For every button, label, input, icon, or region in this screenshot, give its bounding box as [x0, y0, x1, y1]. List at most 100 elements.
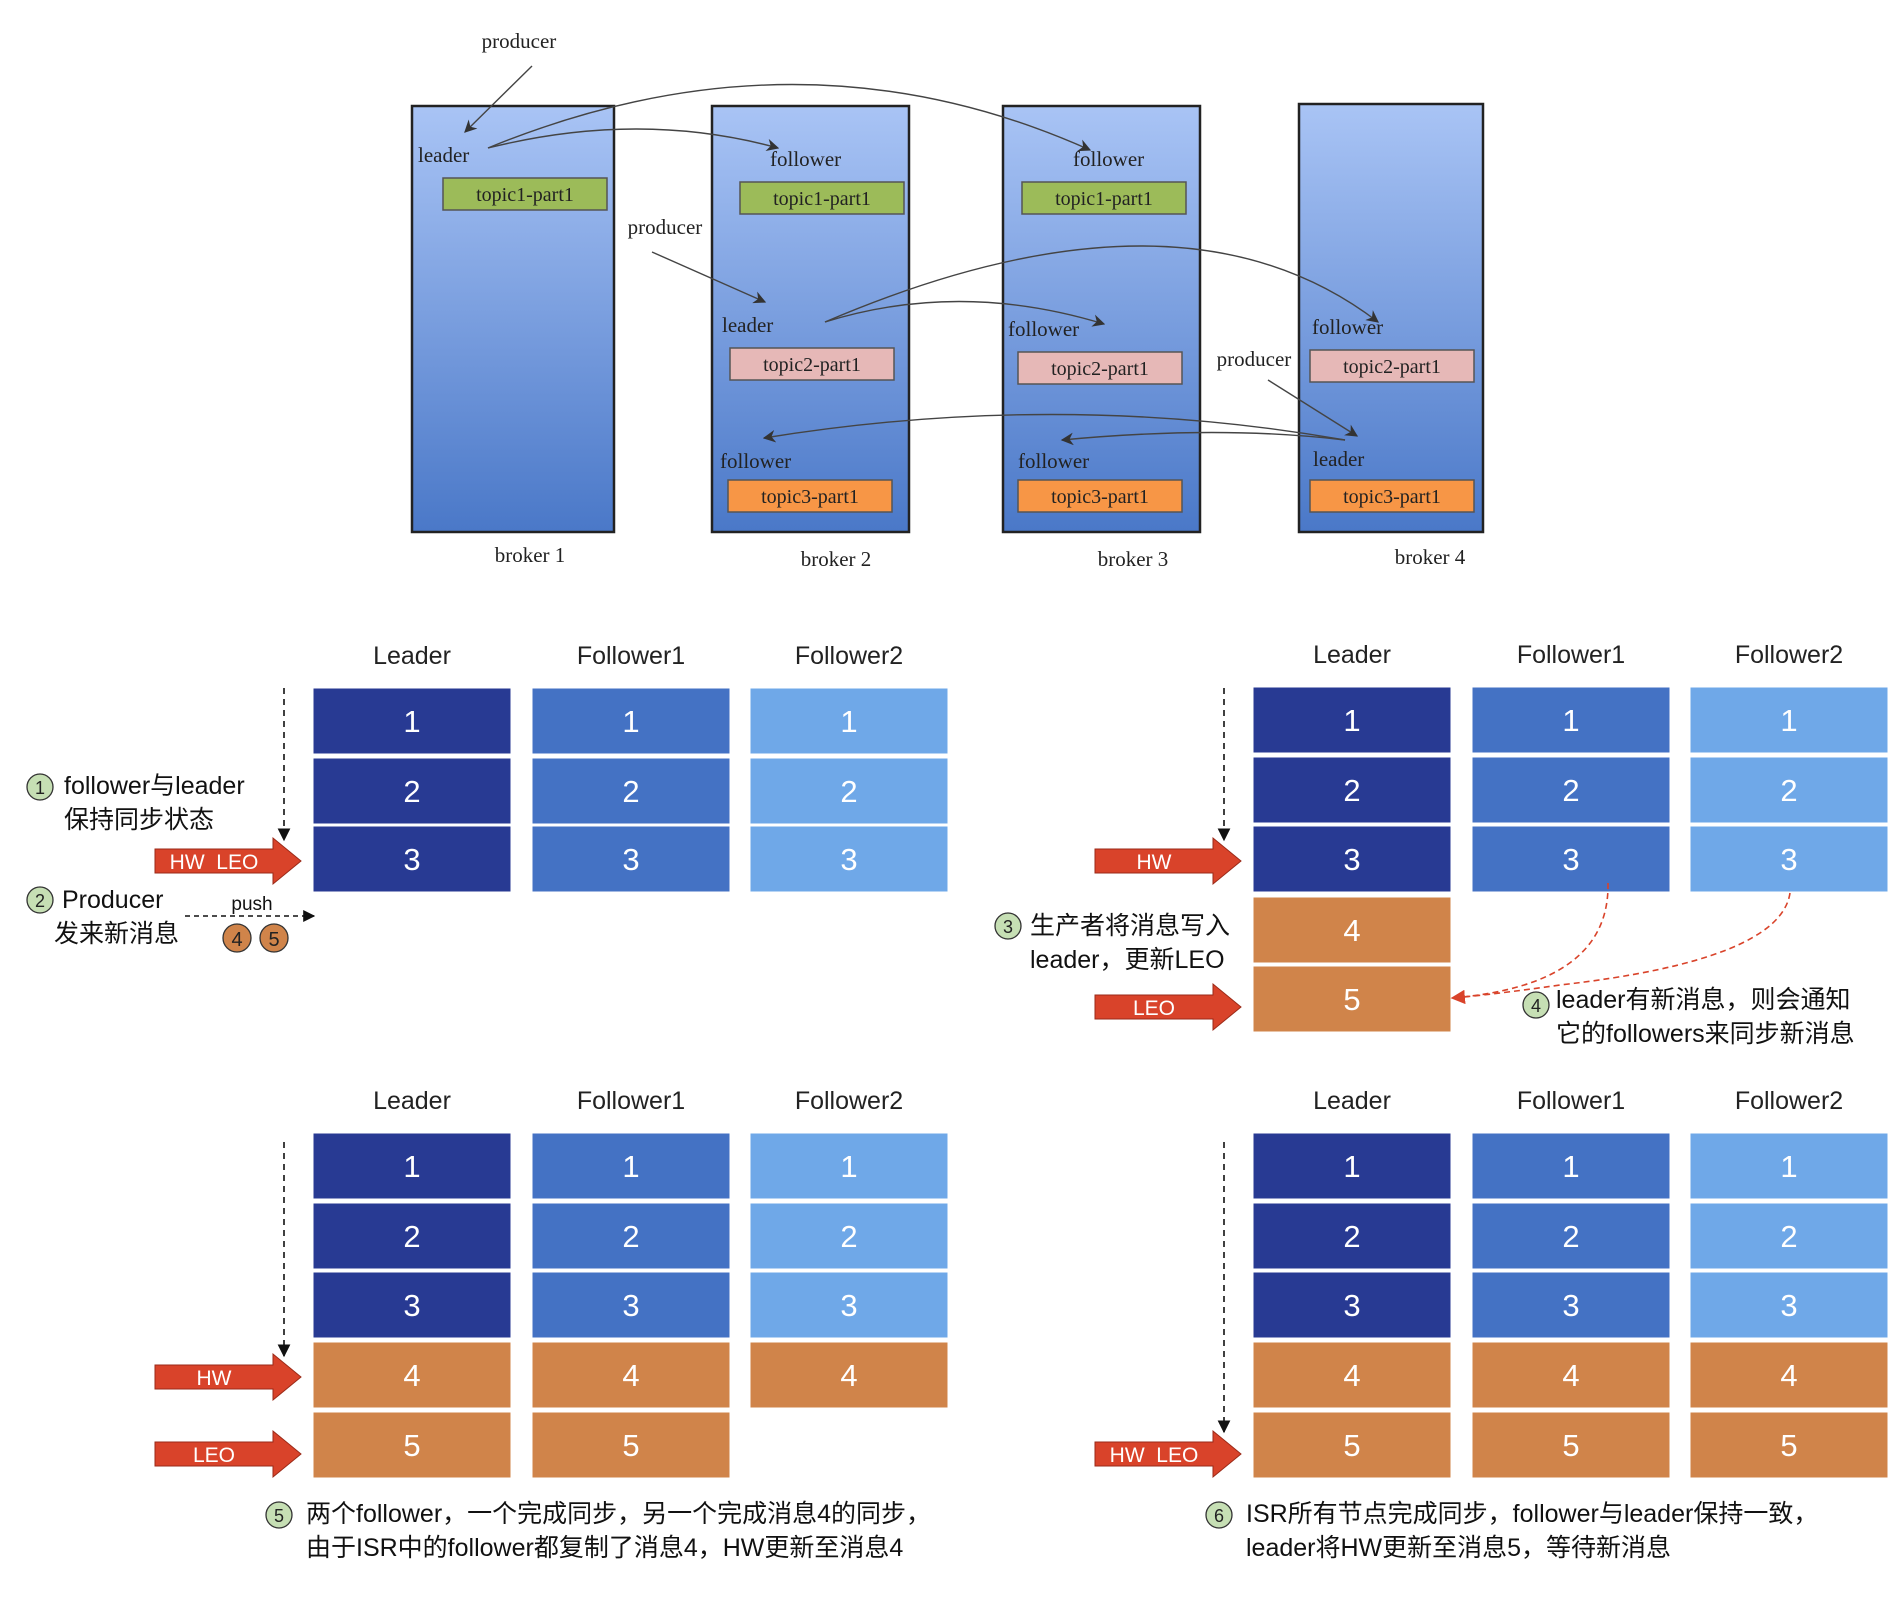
svg-text:1: 1 [1562, 1149, 1579, 1184]
svg-text:2: 2 [1780, 1219, 1797, 1254]
svg-text:4: 4 [231, 929, 242, 951]
step-1-circle [26, 773, 54, 801]
log-cell: 5 [312, 1411, 512, 1479]
step-5-text-line2: 由于ISR中的follower都复制了消息4，HW更新至消息4 [306, 1534, 903, 1562]
log-cell: 1 [749, 1132, 949, 1200]
svg-text:4: 4 [403, 1358, 420, 1393]
column-header-follower2: Follower2 [795, 1087, 903, 1115]
step-3-text-line2: leader，更新LEO [1030, 946, 1225, 974]
hw-marker: HW [154, 1352, 302, 1402]
log-cell: 2 [1252, 756, 1452, 824]
svg-text:1: 1 [1780, 1149, 1797, 1184]
topic1-part1-box-b3: topic1-part1 [1021, 181, 1187, 215]
log-cell: 3 [1689, 825, 1889, 893]
notify-arrow-follower1 [1450, 882, 1609, 1005]
step-2-text-line1: Producer [62, 886, 163, 914]
svg-text:2: 2 [403, 1219, 420, 1254]
svg-text:3: 3 [622, 842, 639, 877]
column-header-follower1: Follower1 [1517, 641, 1625, 669]
svg-text:HW LEO: HW LEO [170, 851, 259, 874]
log-cell: 3 [749, 1271, 949, 1339]
hw-leo-marker: HW LEO [1094, 1429, 1242, 1479]
log-cell: 5 [1689, 1411, 1889, 1479]
broker-4-box [1297, 102, 1485, 534]
svg-text:5: 5 [403, 1428, 420, 1463]
broker-2-label: broker 2 [801, 547, 872, 571]
log-cell: 1 [1252, 1132, 1452, 1200]
follower-label-b2-t3: follower [720, 449, 791, 473]
log-cell: 3 [1471, 825, 1671, 893]
log-cell: 5 [1471, 1411, 1671, 1479]
step-1-text-line1: follower与leader [64, 772, 245, 800]
svg-text:5: 5 [1343, 1428, 1360, 1463]
log-cell: 1 [312, 687, 512, 755]
column-header-follower2: Follower2 [1735, 1087, 1843, 1115]
log-cell: 2 [312, 757, 512, 825]
hw-marker: HW [1094, 836, 1242, 886]
svg-text:1: 1 [1562, 703, 1579, 738]
svg-text:4: 4 [1780, 1358, 1797, 1393]
log-cell: 2 [312, 1202, 512, 1270]
svg-text:topic3-part1: topic3-part1 [1343, 486, 1441, 508]
svg-text:3: 3 [1780, 1288, 1797, 1323]
broker-4-label: broker 4 [1395, 545, 1466, 569]
log-cell: 1 [531, 687, 731, 755]
svg-text:2: 2 [1343, 1219, 1360, 1254]
leo-marker: LEO [1094, 982, 1242, 1032]
broker-3-label: broker 3 [1098, 547, 1169, 571]
column-header-leader: Leader [1313, 641, 1391, 669]
log-cell: 1 [1689, 686, 1889, 754]
step-6-text-line1: ISR所有节点完成同步，follower与leader保持一致， [1246, 1500, 1818, 1528]
log-cell: 5 [1252, 965, 1452, 1033]
svg-text:2: 2 [1562, 1219, 1579, 1254]
producer-label-2: producer [628, 215, 703, 239]
follower-label-b3-t1: follower [1073, 147, 1144, 171]
log-cell: 1 [1252, 686, 1452, 754]
step-3-circle [994, 912, 1022, 940]
column-header-follower1: Follower1 [577, 1087, 685, 1115]
column-header-follower2: Follower2 [1735, 641, 1843, 669]
topic1-part1-box-b2: topic1-part1 [739, 181, 905, 215]
log-cell: 1 [1471, 1132, 1671, 1200]
follower-label-b3-t3: follower [1018, 449, 1089, 473]
leader-label-b1: leader [418, 143, 469, 167]
svg-text:3: 3 [403, 842, 420, 877]
log-cell: 1 [531, 1132, 731, 1200]
svg-text:1: 1 [35, 778, 45, 798]
log-cell: 2 [749, 1202, 949, 1270]
log-cell: 4 [312, 1341, 512, 1409]
svg-text:HW: HW [1137, 851, 1172, 874]
log-cell: 3 [1252, 825, 1452, 893]
svg-text:4: 4 [622, 1358, 639, 1393]
topic3-part1-box-b4: topic3-part1 [1309, 479, 1475, 513]
step-4-text-line1: leader有新消息，则会通知 [1556, 986, 1851, 1014]
leo-marker: LEO [154, 1429, 302, 1479]
svg-text:2: 2 [840, 1219, 857, 1254]
topic3-part1-box-b2: topic3-part1 [727, 479, 893, 513]
svg-text:1: 1 [622, 1149, 639, 1184]
svg-text:1: 1 [1343, 703, 1360, 738]
svg-text:2: 2 [840, 774, 857, 809]
column-header-follower1: Follower1 [577, 642, 685, 670]
leader-label-b4: leader [1313, 447, 1364, 471]
svg-text:1: 1 [1780, 703, 1797, 738]
log-cell: 3 [531, 825, 731, 893]
log-cell: 2 [531, 757, 731, 825]
svg-text:topic1-part1: topic1-part1 [1055, 188, 1153, 210]
step-1-text-line2: 保持同步状态 [64, 806, 214, 834]
broker-2-box [710, 104, 911, 534]
step-4-text-line2: 它的followers来同步新消息 [1556, 1020, 1855, 1048]
svg-text:HW LEO: HW LEO [1110, 1444, 1199, 1467]
step-6-text-line2: leader将HW更新至消息5，等待新消息 [1246, 1534, 1671, 1562]
log-cell: 2 [1471, 1202, 1671, 1270]
svg-text:3: 3 [622, 1288, 639, 1323]
step-5-circle [265, 1501, 293, 1529]
step-4-circle [1522, 991, 1550, 1019]
column-header-follower2: Follower2 [795, 642, 903, 670]
svg-text:5: 5 [1780, 1428, 1797, 1463]
svg-text:3: 3 [1003, 917, 1013, 937]
